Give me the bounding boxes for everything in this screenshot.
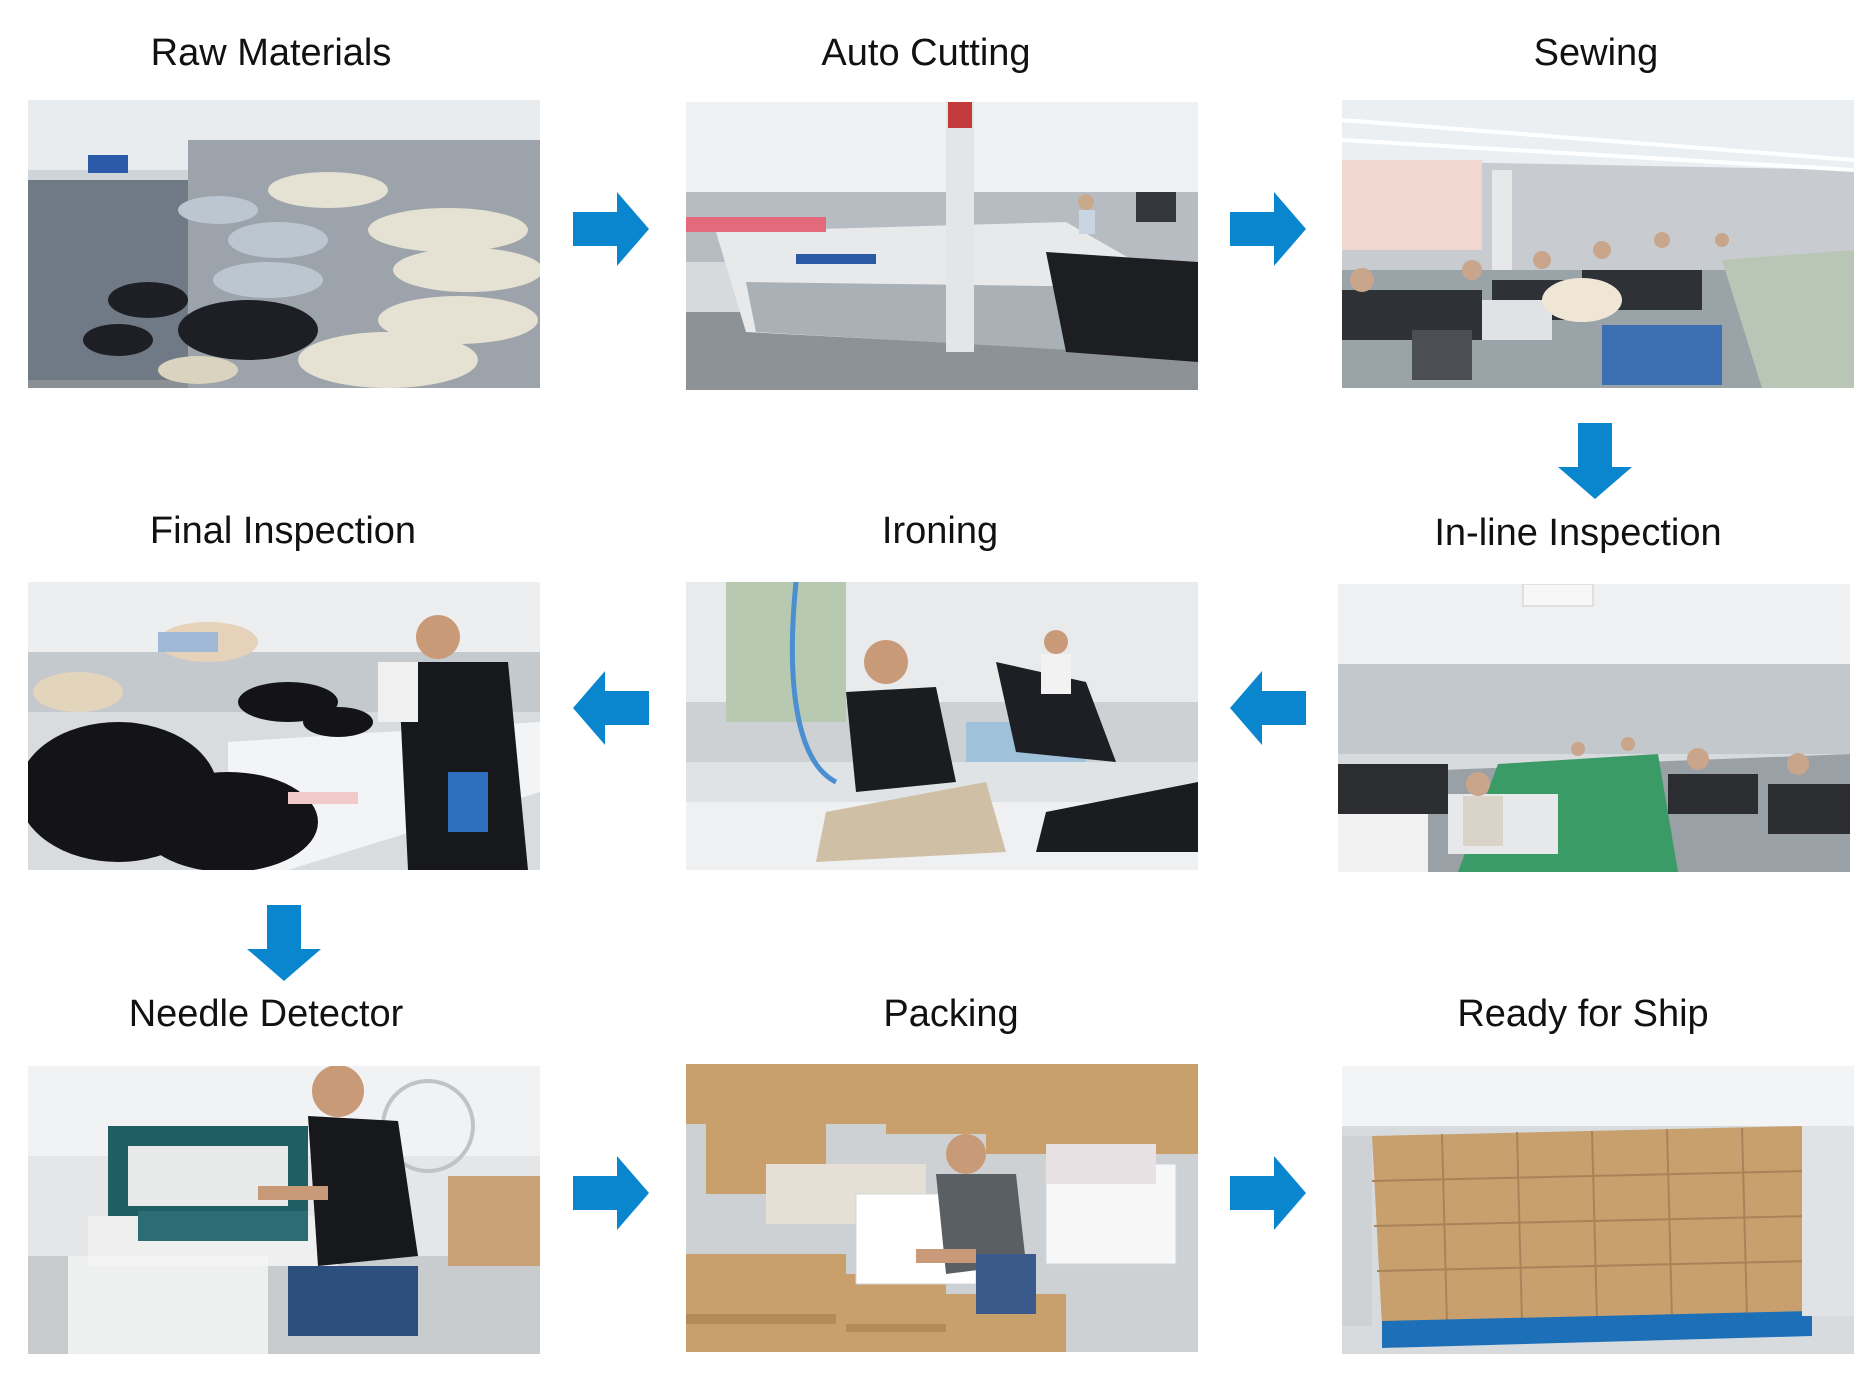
needle-detector-photo <box>28 1066 540 1354</box>
ironing-photo <box>686 582 1198 870</box>
step-title-auto-cutting: Auto Cutting <box>821 34 1030 72</box>
step-title-needle-detector: Needle Detector <box>129 995 404 1033</box>
arrow-down-2 <box>247 905 321 981</box>
sewing-floor-photo <box>1342 100 1854 388</box>
inline-inspection-photo <box>1338 584 1850 872</box>
final-inspection-photo <box>28 582 540 870</box>
step-title-ironing: Ironing <box>882 512 998 550</box>
packing-photo <box>686 1064 1198 1352</box>
step-title-final-inspection: Final Inspection <box>150 512 416 550</box>
arrow-left-2 <box>573 671 649 745</box>
arrow-down-1 <box>1558 423 1632 499</box>
step-title-inline-inspection: In-line Inspection <box>1434 514 1721 552</box>
cutting-machine-photo <box>686 102 1198 390</box>
step-title-packing: Packing <box>883 995 1018 1033</box>
cartons-photo <box>1342 1066 1854 1354</box>
step-title-raw-materials: Raw Materials <box>151 34 392 72</box>
arrow-right-2 <box>1230 192 1306 266</box>
arrow-right-4 <box>1230 1156 1306 1230</box>
arrow-left-1 <box>1230 671 1306 745</box>
step-title-sewing: Sewing <box>1534 34 1659 72</box>
fabric-rolls-photo <box>28 100 540 388</box>
arrow-right-3 <box>573 1156 649 1230</box>
arrow-right-1 <box>573 192 649 266</box>
step-title-ready-for-ship: Ready for Ship <box>1457 995 1708 1033</box>
